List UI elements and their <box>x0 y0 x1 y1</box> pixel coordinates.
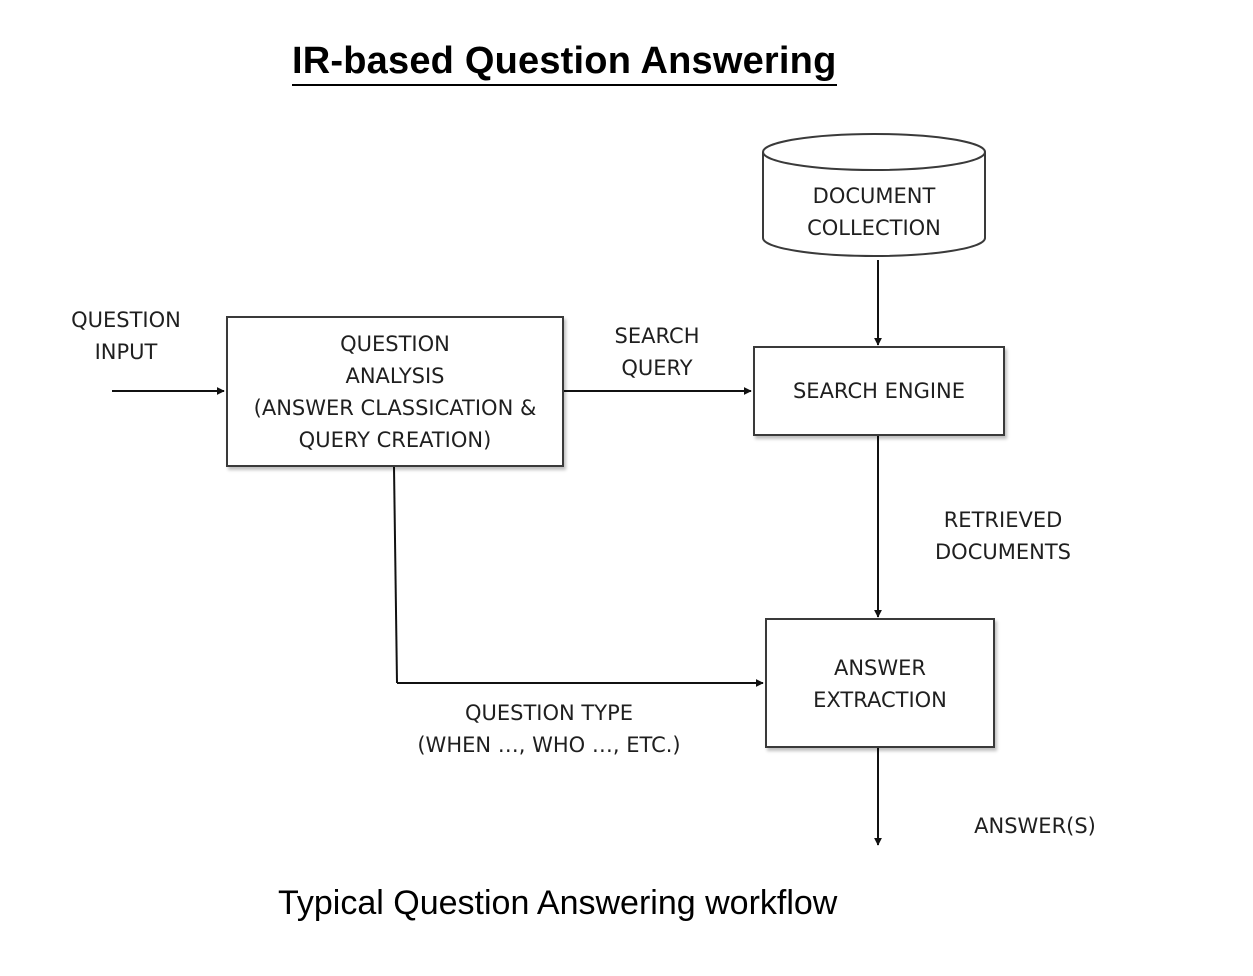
answers-label: ANSWER(S) <box>974 814 1096 838</box>
diagram-title: IR-based Question Answering <box>292 38 837 86</box>
search-query-label: SEARCH QUERY <box>614 324 700 380</box>
document-collection-cylinder <box>762 133 986 257</box>
search-engine-box: SEARCH ENGINE <box>753 346 1005 436</box>
question-analysis-box: QUESTION ANALYSIS (ANSWER CLASSICATION &… <box>226 316 564 467</box>
question-input-label: QUESTION INPUT <box>71 308 181 364</box>
question-type-label: QUESTION TYPE (WHEN …, WHO …, ETC.) <box>417 701 681 757</box>
document-collection-label: DOCUMENT COLLECTION <box>807 184 941 240</box>
answer-extraction-box: ANSWER EXTRACTION <box>765 618 995 748</box>
question-type-connector <box>393 466 398 684</box>
diagram-caption: Typical Question Answering workflow <box>278 884 838 922</box>
retrieved-documents-label: RETRIEVED DOCUMENTS <box>935 508 1071 564</box>
